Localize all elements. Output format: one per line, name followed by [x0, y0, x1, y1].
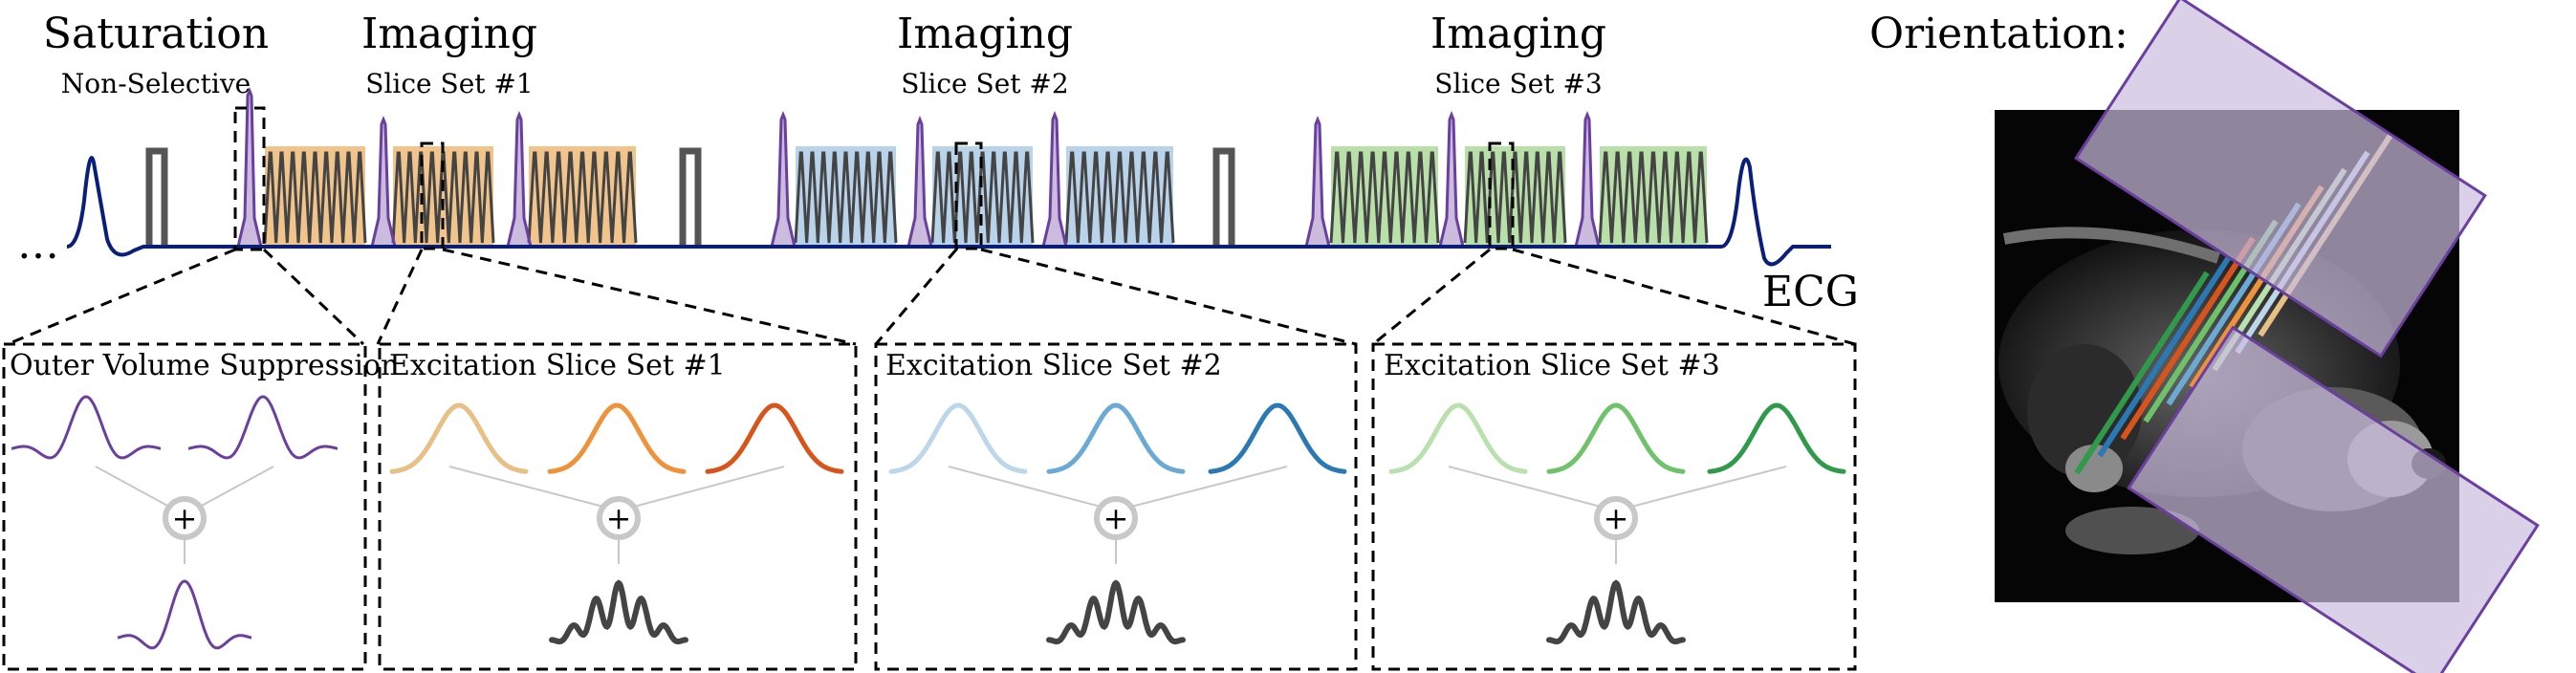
zoom-connector — [376, 249, 424, 345]
saturation-slab-bottom — [2127, 325, 2540, 673]
zoom-markers — [7, 106, 1856, 346]
readout-oscillation — [794, 151, 898, 244]
rf-spike — [770, 110, 797, 248]
slice-set-label-2: Slice Set #2 — [901, 68, 1068, 99]
zoom-connector — [1372, 248, 1491, 346]
readout-oscillation — [930, 151, 1035, 244]
slice-pulse — [1208, 402, 1347, 474]
gradient-pulses — [145, 147, 1235, 245]
zoom-marker — [1488, 141, 1515, 250]
zoom-marker — [420, 141, 445, 250]
saturation-title: Saturation — [43, 10, 269, 58]
rf-spike — [1304, 115, 1331, 248]
multiband-pulse — [1546, 579, 1686, 645]
ovs-sinc-right — [187, 395, 338, 460]
non-selective-label: Non-Selective — [61, 68, 251, 99]
slice-pulse — [389, 402, 529, 474]
zoom-marker — [954, 141, 983, 250]
slice-pulse — [1707, 402, 1846, 474]
detail-boxes: + + + + — [2, 342, 1857, 671]
slice-line — [2097, 253, 2233, 458]
slice-pulse — [1388, 402, 1528, 474]
slice-line — [2120, 236, 2256, 441]
multiband-pulse — [549, 579, 688, 645]
saturation-slab-top — [2074, 0, 2487, 358]
orientation-label: Orientation: — [1869, 10, 2128, 58]
box-title-set3: Excitation Slice Set #3 — [1384, 349, 1720, 382]
orientation-panel — [1995, 0, 2540, 673]
rf-spike — [906, 115, 933, 248]
sum-circle — [597, 496, 641, 540]
combine-line — [448, 466, 604, 508]
zoom-connector — [1512, 248, 1856, 346]
sum-symbol: + — [1103, 500, 1129, 536]
zoom-connector — [262, 248, 365, 346]
readout-oscillation — [1329, 151, 1440, 244]
readout-oscillation — [1463, 151, 1567, 244]
combine-line — [199, 466, 274, 508]
ellipsis-label: … — [17, 220, 59, 269]
readout-oscillation — [527, 151, 638, 244]
sum-circle — [163, 496, 207, 540]
combine-line — [1130, 466, 1288, 508]
rf-spike — [370, 115, 397, 248]
detail-box — [874, 342, 1358, 671]
imaging-title-2: Imaging — [897, 10, 1073, 58]
imaging-title-1: Imaging — [361, 10, 537, 58]
zoom-connector — [980, 248, 1357, 346]
combine-line — [948, 466, 1102, 508]
sum-symbol: + — [172, 500, 198, 536]
detail-box — [378, 342, 858, 671]
box-title-set1: Excitation Slice Set #1 — [389, 349, 726, 382]
rf-spike — [236, 86, 263, 248]
combine-line — [1630, 466, 1787, 508]
detail-box — [1371, 342, 1857, 671]
zoom-connector — [442, 248, 857, 346]
slice-pulse — [705, 402, 844, 474]
ovs-combined-pulse — [117, 579, 252, 650]
slice-pulse — [1546, 402, 1686, 474]
zoom-marker — [233, 106, 266, 251]
slice-pulse — [1046, 402, 1186, 474]
rf-spikes — [236, 86, 1601, 248]
rf-spike — [1574, 110, 1601, 248]
rf-spike — [506, 110, 533, 248]
combine-line — [1448, 466, 1602, 508]
rf-spike — [1438, 110, 1465, 248]
slice-line — [2074, 271, 2210, 475]
box-title-ovs: Outer Volume Suppression — [10, 349, 399, 382]
readout-oscillation — [263, 151, 367, 244]
zoom-connector — [7, 248, 236, 346]
spoiler-gradient — [145, 147, 168, 245]
multiband-pulse — [1046, 579, 1186, 645]
ovs-sinc-left — [11, 395, 162, 460]
slice-pulse — [547, 402, 687, 474]
sum-circle — [1594, 496, 1638, 540]
sum-symbol: + — [606, 500, 632, 536]
readout-oscillation — [1064, 151, 1175, 244]
box-title-set2: Excitation Slice Set #2 — [885, 349, 1222, 382]
detail-box — [2, 342, 367, 671]
spoiler-gradient — [1212, 147, 1235, 245]
slice-set-label-1: Slice Set #1 — [365, 68, 533, 99]
readout-oscillation — [1598, 151, 1709, 244]
combine-line — [95, 466, 170, 508]
ecg-trace — [66, 156, 1831, 267]
spoiler-gradient — [679, 147, 702, 245]
imaging-title-3: Imaging — [1430, 10, 1606, 58]
sum-circle — [1094, 496, 1138, 540]
combine-line — [633, 466, 785, 508]
slice-pulse — [888, 402, 1028, 474]
sum-symbol: + — [1604, 500, 1629, 536]
ecg-label: ECG — [1762, 268, 1859, 316]
rf-spike — [1041, 110, 1068, 248]
zoom-connector — [874, 249, 958, 345]
slice-set-label-3: Slice Set #3 — [1434, 68, 1602, 99]
